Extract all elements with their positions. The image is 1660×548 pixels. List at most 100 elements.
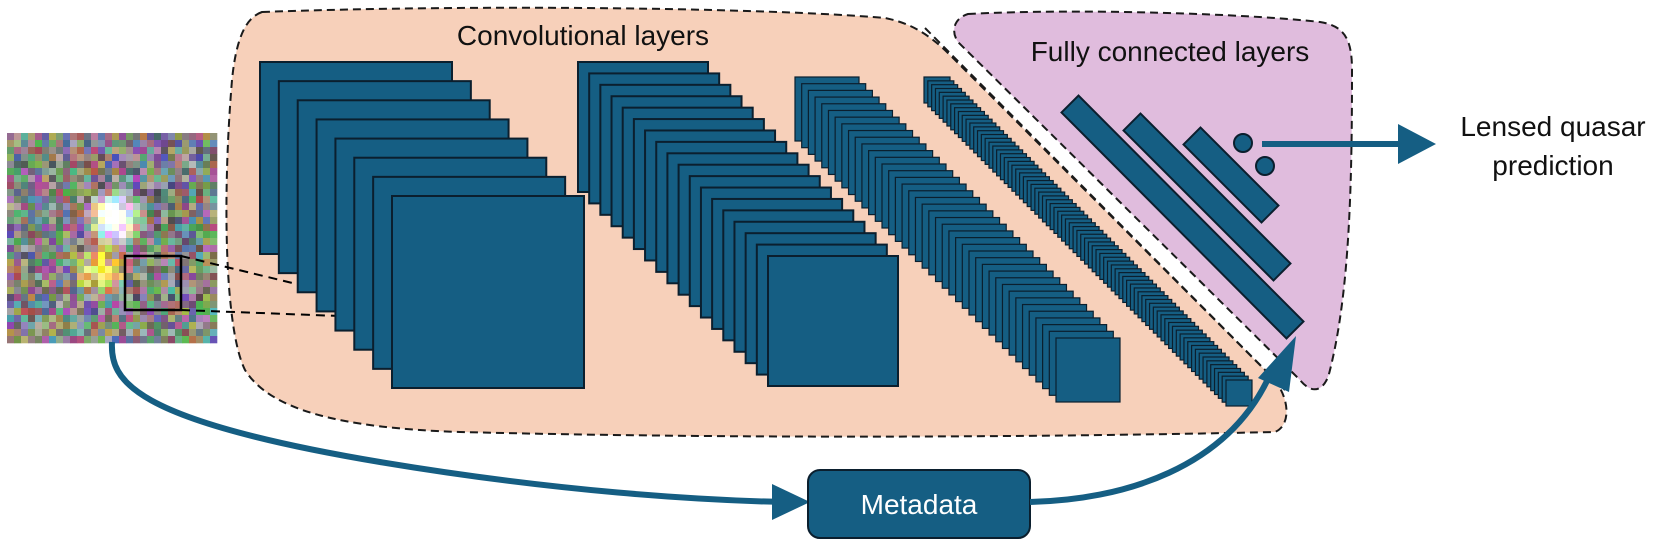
input-pixel <box>119 266 127 274</box>
input-pixel <box>175 133 183 141</box>
input-pixel <box>140 182 148 190</box>
input-pixel <box>119 133 127 141</box>
input-pixel <box>21 252 29 260</box>
input-pixel <box>98 315 106 323</box>
input-pixel <box>14 168 22 176</box>
input-pixel <box>7 336 15 344</box>
input-pixel <box>70 273 78 281</box>
input-pixel <box>182 280 190 288</box>
input-pixel <box>21 308 29 316</box>
convolutional-layers-label: Convolutional layers <box>457 20 709 51</box>
input-pixel <box>28 161 36 169</box>
input-pixel <box>119 259 127 267</box>
input-to-metadata-arrow <box>108 341 783 505</box>
input-pixel <box>147 280 155 288</box>
input-pixel <box>147 182 155 190</box>
input-pixel <box>28 329 36 337</box>
input-pixel <box>49 238 57 246</box>
input-pixel <box>63 266 71 274</box>
input-pixel <box>77 224 85 232</box>
input-pixel <box>189 203 197 211</box>
input-pixel <box>112 147 120 155</box>
input-pixel <box>182 308 190 316</box>
input-pixel <box>140 273 148 281</box>
input-pixel <box>112 301 120 309</box>
input-pixel <box>35 140 43 148</box>
input-pixel <box>126 175 134 183</box>
input-pixel <box>91 168 99 176</box>
input-pixel <box>105 329 113 337</box>
input-pixel <box>77 308 85 316</box>
input-pixel <box>98 224 106 232</box>
receptive-field-box <box>123 254 183 312</box>
input-pixel <box>42 287 50 295</box>
input-image <box>7 133 218 344</box>
input-pixel <box>70 266 78 274</box>
input-pixel <box>168 336 176 344</box>
input-pixel <box>189 175 197 183</box>
input-pixel <box>91 238 99 246</box>
input-pixel <box>91 210 99 218</box>
input-pixel <box>21 182 29 190</box>
input-pixel <box>126 189 134 197</box>
input-pixel <box>105 238 113 246</box>
input-pixel <box>63 196 71 204</box>
input-pixel <box>140 315 148 323</box>
input-pixel <box>21 133 29 141</box>
input-pixel <box>7 273 15 281</box>
input-pixel <box>182 189 190 197</box>
input-pixel <box>63 147 71 155</box>
input-pixel <box>56 217 64 225</box>
input-pixel <box>112 224 120 232</box>
input-pixel <box>70 294 78 302</box>
input-pixel <box>182 196 190 204</box>
input-pixel <box>154 231 162 239</box>
input-pixel <box>189 238 197 246</box>
input-pixel <box>84 224 92 232</box>
input-pixel <box>168 294 176 302</box>
input-pixel <box>168 287 176 295</box>
input-pixel <box>49 140 57 148</box>
input-pixel <box>77 315 85 323</box>
input-pixel <box>126 336 134 344</box>
input-pixel <box>91 154 99 162</box>
input-pixel <box>21 273 29 281</box>
input-pixel <box>91 147 99 155</box>
input-pixel <box>70 210 78 218</box>
metadata-arrow-head <box>772 484 810 520</box>
input-pixel <box>49 182 57 190</box>
input-pixel <box>56 280 64 288</box>
input-pixel <box>147 196 155 204</box>
input-pixel <box>196 280 204 288</box>
input-pixel <box>105 322 113 330</box>
input-pixel <box>77 322 85 330</box>
input-pixel <box>28 280 36 288</box>
input-pixel <box>112 140 120 148</box>
input-pixel <box>28 182 36 190</box>
input-pixel <box>105 315 113 323</box>
input-pixel <box>49 245 57 253</box>
input-pixel <box>182 266 190 274</box>
input-pixel <box>126 287 134 295</box>
input-pixel <box>98 245 106 253</box>
input-pixel <box>119 301 127 309</box>
input-pixel <box>147 294 155 302</box>
input-pixel <box>105 301 113 309</box>
input-pixel <box>161 329 169 337</box>
input-pixel <box>112 252 120 260</box>
input-pixel <box>182 336 190 344</box>
input-pixel <box>182 133 190 141</box>
input-pixel <box>70 140 78 148</box>
input-pixel <box>77 266 85 274</box>
input-pixel <box>84 336 92 344</box>
input-pixel <box>63 315 71 323</box>
input-pixel <box>42 294 50 302</box>
input-pixel <box>28 336 36 344</box>
input-pixel <box>112 322 120 330</box>
input-pixel <box>84 182 92 190</box>
input-pixel <box>161 301 169 309</box>
input-pixel <box>21 259 29 267</box>
input-pixel <box>14 210 22 218</box>
input-pixel <box>63 259 71 267</box>
